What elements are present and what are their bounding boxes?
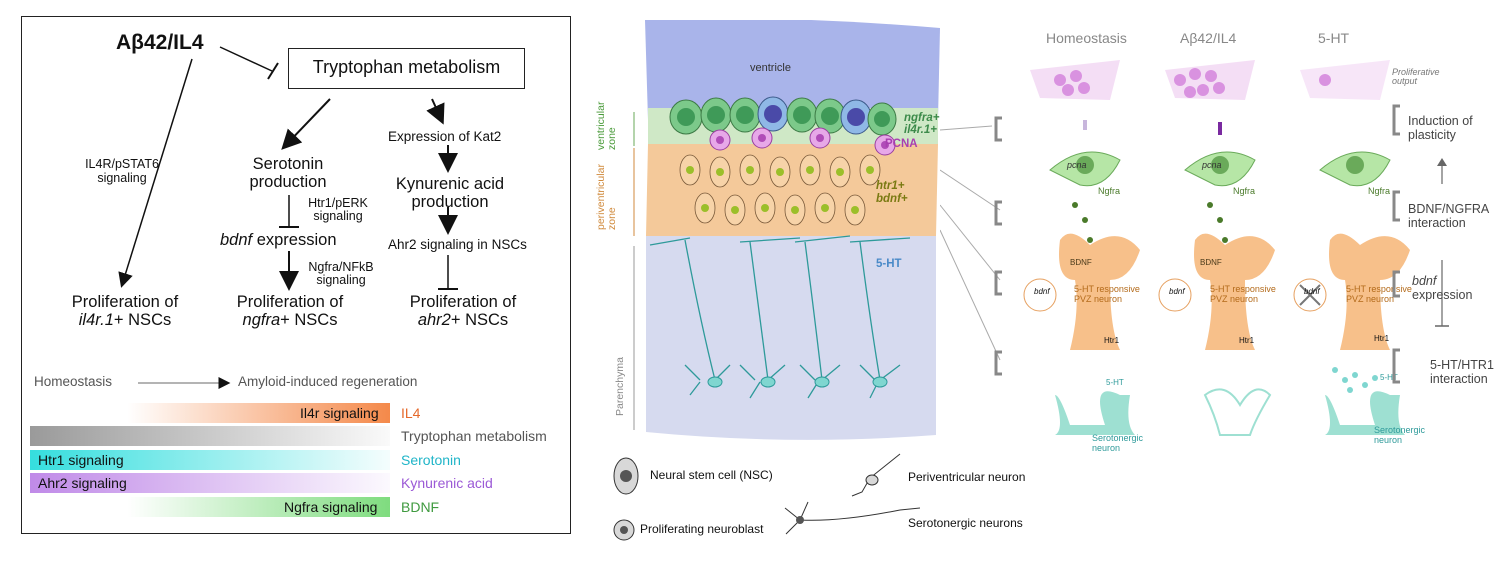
ngfra-small-1: Ngfra	[1098, 186, 1121, 196]
parenchyma-label: Parenchyma	[614, 357, 626, 416]
step-brackets	[1392, 104, 1400, 384]
ngfra-marker-label: ngfra+il4r.1+	[904, 112, 940, 136]
htr1-small-2: Htr1	[1239, 336, 1255, 345]
column-abeta-graphic	[1158, 60, 1275, 436]
bar-ahr2	[30, 473, 390, 493]
bar-label-htr1: Htr1 signaling	[38, 452, 124, 468]
bdnf-small-circle-2: bdnf	[1169, 287, 1185, 296]
tryptophan-box: Tryptophan metabolism	[288, 48, 525, 89]
legend-serotonergic: Serotonergic neurons	[908, 516, 1023, 530]
htr1-small-3: Htr1	[1374, 334, 1390, 343]
ngfra-small-3: Ngfra	[1368, 186, 1391, 196]
pcna-neuroblasts	[709, 127, 896, 156]
legend-kynurenic: Kynurenic acid	[401, 475, 493, 491]
column-5ht-graphic	[1293, 60, 1410, 435]
bar-ngfra	[127, 497, 390, 517]
pathway-arrows	[118, 46, 458, 389]
column-abeta: Aβ42/IL4	[1180, 30, 1237, 46]
bdnf-expression-label: bdnf expression	[220, 231, 337, 249]
brain-section-illustration	[633, 20, 940, 440]
five-ht-brain-label: 5-HT	[876, 258, 902, 270]
bar-tryptophan	[30, 426, 390, 446]
bar-label-il4r: Il4r signaling	[300, 405, 379, 421]
legend-nsc: Neural stem cell (NSC)	[650, 468, 773, 482]
kat2-label: Expression of Kat2	[388, 129, 502, 144]
pcna-small-1: pcna	[1067, 160, 1087, 170]
il4r-signaling-label: IL4R/pSTAT6 signaling	[85, 157, 159, 185]
proliferation-ngfra: Proliferation of ngfra+ NSCs	[236, 293, 344, 329]
legend-periventricular: Periventricular neuron	[908, 470, 1026, 484]
htr1-small-1: Htr1	[1104, 336, 1120, 345]
legend-tryptophan: Tryptophan metabolism	[401, 428, 547, 444]
tryptophan-label: Tryptophan metabolism	[312, 57, 501, 77]
cell-legend-icons	[613, 453, 920, 541]
ahr2-nscs-label: Ahr2 signaling in NSCs	[388, 237, 527, 252]
kynurenic-production-label: Kynurenic acid production	[395, 175, 505, 211]
pathway-panel: Aβ42/IL4 Tryptophan metabolism IL4R/pSTA…	[21, 16, 571, 534]
nsc-cells	[669, 96, 897, 136]
column-homeostasis-graphic	[1023, 60, 1140, 435]
bar-label-ahr2: Ahr2 signaling	[38, 475, 127, 491]
bdnf-small-circle-1: bdnf	[1034, 287, 1050, 296]
five-ht-small-3: 5-HT	[1380, 373, 1398, 382]
legend-bdnf: BDNF	[401, 499, 440, 515]
serotonin-production-label: Serotonin production	[249, 155, 327, 191]
bar-il4r	[127, 403, 390, 423]
bdnf-small-1: BDNF	[1070, 258, 1092, 267]
trigger-label: Aβ42/IL4	[116, 31, 204, 54]
legend-il4: IL4	[401, 405, 421, 421]
proliferation-il4r1: Proliferation of il4r.1+ NSCs	[71, 293, 179, 329]
pcna-label: PCNA	[885, 138, 918, 150]
legend-serotonin: Serotonin	[401, 452, 461, 468]
bar-htr1	[30, 450, 390, 470]
axis-regeneration: Amyloid-induced regeneration	[238, 374, 418, 389]
mechanism-columns	[1023, 60, 1410, 436]
pcna-small-2: pcna	[1202, 160, 1222, 170]
column-homeostasis: Homeostasis	[1046, 30, 1127, 46]
htr1-bdnf-label: htr1+bdnf+	[876, 180, 908, 205]
ventricle-label: ventricle	[750, 62, 791, 74]
ngfra-nfkb-label: Ngfra/NFkB signaling	[308, 260, 374, 287]
five-ht-small-1: 5-HT	[1106, 378, 1124, 387]
column-5ht: 5-HT	[1318, 30, 1350, 46]
ngfra-small-2: Ngfra	[1233, 186, 1256, 196]
zoom-connectors	[940, 116, 1002, 376]
serotonergic-neurons	[649, 235, 911, 399]
step-arrows	[1435, 158, 1449, 327]
bdnf-small-2: BDNF	[1200, 258, 1222, 267]
bdnf-small-circle-3: bdnf	[1304, 287, 1320, 296]
legend-neuroblast: Proliferating neuroblast	[640, 522, 764, 536]
bar-label-ngfra: Ngfra signaling	[284, 499, 378, 515]
axis-homeostasis: Homeostasis	[34, 374, 113, 389]
htr1-perk-label: Htr1/pERK signaling	[308, 196, 368, 223]
proliferation-ahr2: Proliferation of ahr2+ NSCs	[409, 293, 517, 329]
